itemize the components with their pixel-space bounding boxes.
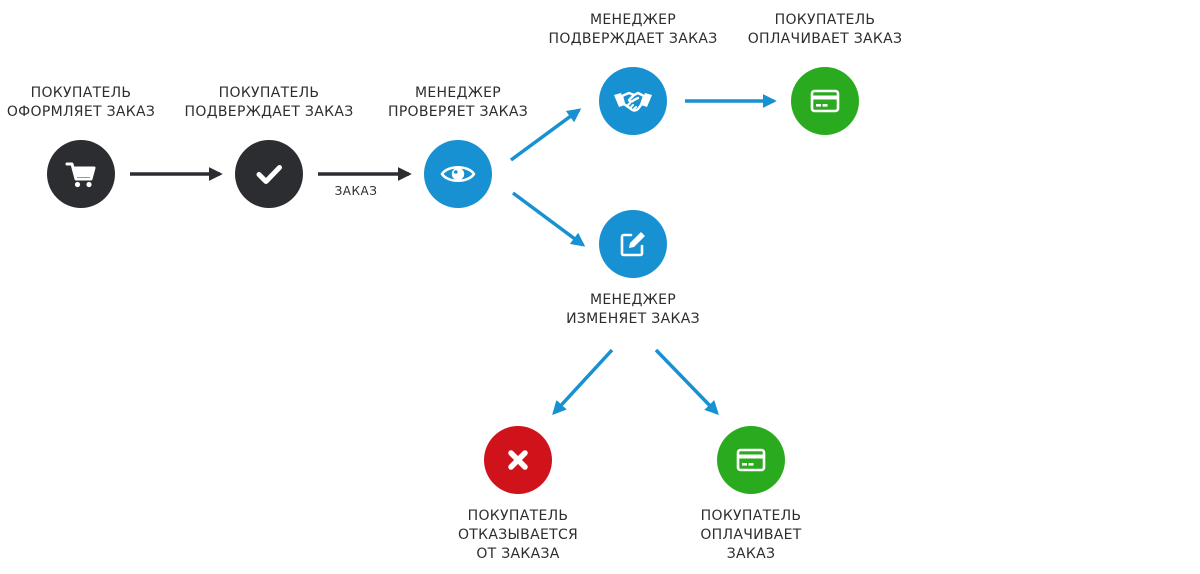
node-label-line: ОПЛАЧИВАЕТ ЗАКАЗ (747, 31, 903, 47)
node-label-cart: ПОКУПАТЕЛЬ ОФОРМЛЯЕТ ЗАКАЗ (7, 84, 155, 122)
node-label-edit: МЕНЕДЖЕР ИЗМЕНЯЕТ ЗАКАЗ (566, 291, 700, 329)
node-label-confirm: ПОКУПАТЕЛЬ ПОДВЕРЖДАЕТ ЗАКАЗ (185, 84, 354, 122)
node-label-approve: МЕНЕДЖЕР ПОДВЕРЖДАЕТ ЗАКАЗ (549, 11, 718, 49)
node-label-line: МЕНЕДЖЕР (589, 292, 677, 308)
credit-card-icon (733, 442, 769, 478)
node-label-line: МЕНЕДЖЕР (414, 85, 502, 101)
node-pay1 (791, 67, 859, 135)
node-label-line: ПОКУПАТЕЛЬ (30, 85, 132, 101)
node-label-line: ПОКУПАТЕЛЬ (700, 508, 802, 524)
arrow-edit-pay2 (654, 348, 719, 416)
node-label-line: ПРОВЕРЯЕТ ЗАКАЗ (387, 104, 529, 120)
node-cart (47, 140, 115, 208)
node-label-line: ПОКУПАТЕЛЬ (774, 12, 876, 28)
node-review (424, 140, 492, 208)
close-icon (500, 442, 536, 478)
node-approve (599, 67, 667, 135)
credit-card-icon (807, 83, 843, 119)
node-label-line: ИЗМЕНЯЕТ ЗАКАЗ (566, 311, 700, 327)
node-label-line: ОФОРМЛЯЕТ ЗАКАЗ (6, 104, 156, 120)
node-label-line: ОТКАЗЫВАЕТСЯ (457, 527, 579, 543)
node-label-reject: ПОКУПАТЕЛЬ ОТКАЗЫВАЕТСЯ ОТ ЗАКАЗА (458, 507, 578, 564)
node-edit (599, 210, 667, 278)
node-reject (484, 426, 552, 494)
cart-icon (63, 156, 99, 192)
node-label-line: ПОДВЕРЖДАЕТ ЗАКАЗ (184, 104, 354, 120)
node-label-pay2: ПОКУПАТЕЛЬ ОПЛАЧИВАЕТ ЗАКАЗ (700, 507, 801, 564)
node-label-line: ОТ ЗАКАЗА (476, 546, 560, 562)
node-pay2 (717, 426, 785, 494)
node-label-line: ПОДВЕРЖДАЕТ ЗАКАЗ (548, 31, 718, 47)
node-label-pay1: ПОКУПАТЕЛЬ ОПЛАЧИВАЕТ ЗАКАЗ (748, 11, 903, 49)
node-label-review: МЕНЕДЖЕР ПРОВЕРЯЕТ ЗАКАЗ (388, 84, 528, 122)
arrow-edit-reject (552, 348, 614, 416)
handshake-icon (611, 79, 655, 123)
check-icon (251, 156, 287, 192)
node-label-line: ЗАКАЗ (726, 546, 776, 562)
node-label-line: ОПЛАЧИВАЕТ (700, 527, 802, 543)
arrow-review-edit (511, 191, 586, 247)
edit-icon (615, 226, 651, 262)
arrow-review-approve (509, 108, 582, 162)
eye-icon (438, 154, 478, 194)
node-label-line: ПОКУПАТЕЛЬ (467, 508, 569, 524)
node-confirm (235, 140, 303, 208)
edge-label-confirm-review: ЗАКАЗ (334, 184, 378, 198)
node-label-line: МЕНЕДЖЕР (589, 12, 676, 28)
node-label-line: ПОКУПАТЕЛЬ (218, 85, 320, 101)
